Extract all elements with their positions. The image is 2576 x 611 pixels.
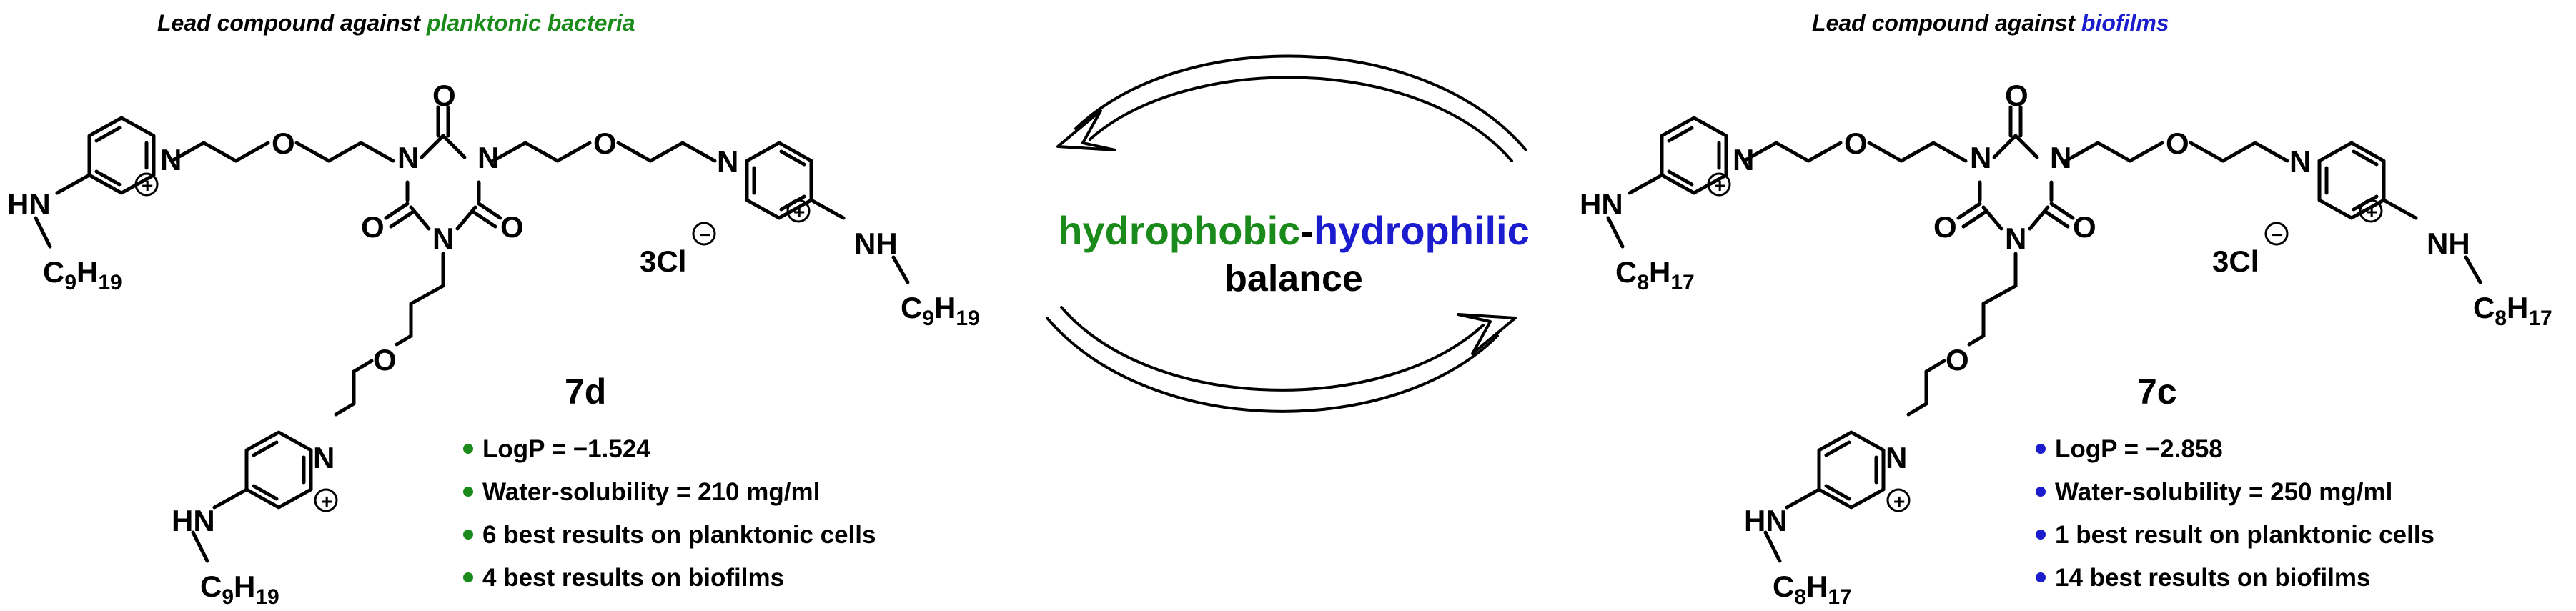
word-hydrophilic: hydrophilic [1313,208,1530,253]
compound-id-left: 7d [565,372,606,412]
o-cyanurate-top-r: O [2005,79,2028,112]
alkyl-bottom: C9H19 [200,570,279,609]
plus-1-r: + [1714,174,1725,197]
plus-1: + [142,174,153,197]
hn-bottom-r: HN [1744,504,1788,537]
alkyl-right-r: C8H17 [2473,291,2552,330]
n-cyanurate-right: N [477,141,499,174]
right-title-highlight: biofilms [2081,10,2169,36]
o-chain1: O [272,126,295,160]
prop-left-2: Water-solubility = 210 mg/ml [482,478,820,506]
o-chain3-r: O [1946,343,1969,377]
n-cyanurate-left: N [397,141,419,174]
alkyl-right: C9H19 [901,291,980,330]
hn-left: HN [7,187,51,221]
word-dash: - [1300,208,1314,253]
plus-3-r: + [1893,490,1905,512]
balance-heading: hydrophobic-hydrophilic [972,207,1615,254]
o-chain2-r: O [2166,126,2189,160]
o-cyanurate-top: O [432,79,456,112]
right-title-prefix: Lead compound against [1812,10,2081,36]
n-ring2-r: N [2289,144,2311,178]
hn-left-r: HN [1580,187,1623,221]
n-ring1-r: N [1733,143,1754,177]
n-cyanurate-bottom-r: N [2005,222,2026,255]
counterion-right: 3Cl [2212,244,2259,278]
o-chain3: O [373,343,397,377]
molecule-7d: N O N N O O O N O N O N HN NH HN C9H19 C… [7,79,980,609]
word-balance: balance [1224,258,1363,299]
n-ring3-r: N [1886,441,1907,475]
left-panel-title: Lead compound against planktonic bacteri… [157,10,635,36]
plus-2: + [793,201,805,223]
o-cyanurate-right-r: O [2073,210,2096,244]
prop-left-3: 6 best results on planktonic cells [482,521,876,549]
left-title-highlight: planktonic bacteria [426,10,635,36]
o-cyanurate-left-r: O [1933,210,1957,244]
counterion-left: 3Cl [640,244,686,278]
plus-2-r: + [2366,201,2377,223]
n-cyanurate-left-r: N [1970,141,1991,174]
n-ring1: N [160,143,182,177]
alkyl-left-r: C8H17 [1615,255,1695,294]
properties-left: LogP = −1.524 Water-solubility = 210 mg/… [463,435,876,592]
nh-right: NH [854,227,898,260]
prop-right-1: LogP = −2.858 [2055,435,2223,463]
nh-right-r: NH [2427,227,2470,260]
prop-right-4: 14 best results on biofilms [2055,564,2371,592]
n-ring2: N [717,144,738,178]
prop-left-1: LogP = −1.524 [482,435,650,463]
word-hydrophobic: hydrophobic [1058,208,1301,253]
left-title-prefix: Lead compound against [157,10,427,36]
properties-right: LogP = −2.858 Water-solubility = 250 mg/… [2036,435,2434,592]
minus-right: − [2272,224,2283,246]
prop-right-3: 1 best result on planktonic cells [2055,521,2434,549]
hn-bottom: HN [172,504,215,537]
prop-right-2: Water-solubility = 250 mg/ml [2055,478,2392,506]
right-panel-title: Lead compound against biofilms [1812,10,2169,36]
n-ring3: N [313,441,335,475]
molecule-7c: N O N N O O O N O N O N HN NH HN C8H17 C… [1580,79,2552,609]
o-chain2: O [593,126,617,160]
alkyl-left: C9H19 [43,255,122,294]
o-cyanurate-left: O [361,210,385,244]
n-cyanurate-right-r: N [2050,141,2071,174]
compound-id-right: 7c [2137,372,2177,412]
n-cyanurate-bottom: N [432,222,454,255]
o-chain1-r: O [1844,126,1868,160]
plus-3: + [321,490,332,512]
prop-left-4: 4 best results on biofilms [482,564,784,592]
o-cyanurate-right: O [500,210,524,244]
minus-left: − [699,224,710,246]
alkyl-bottom-r: C8H17 [1773,570,1852,609]
